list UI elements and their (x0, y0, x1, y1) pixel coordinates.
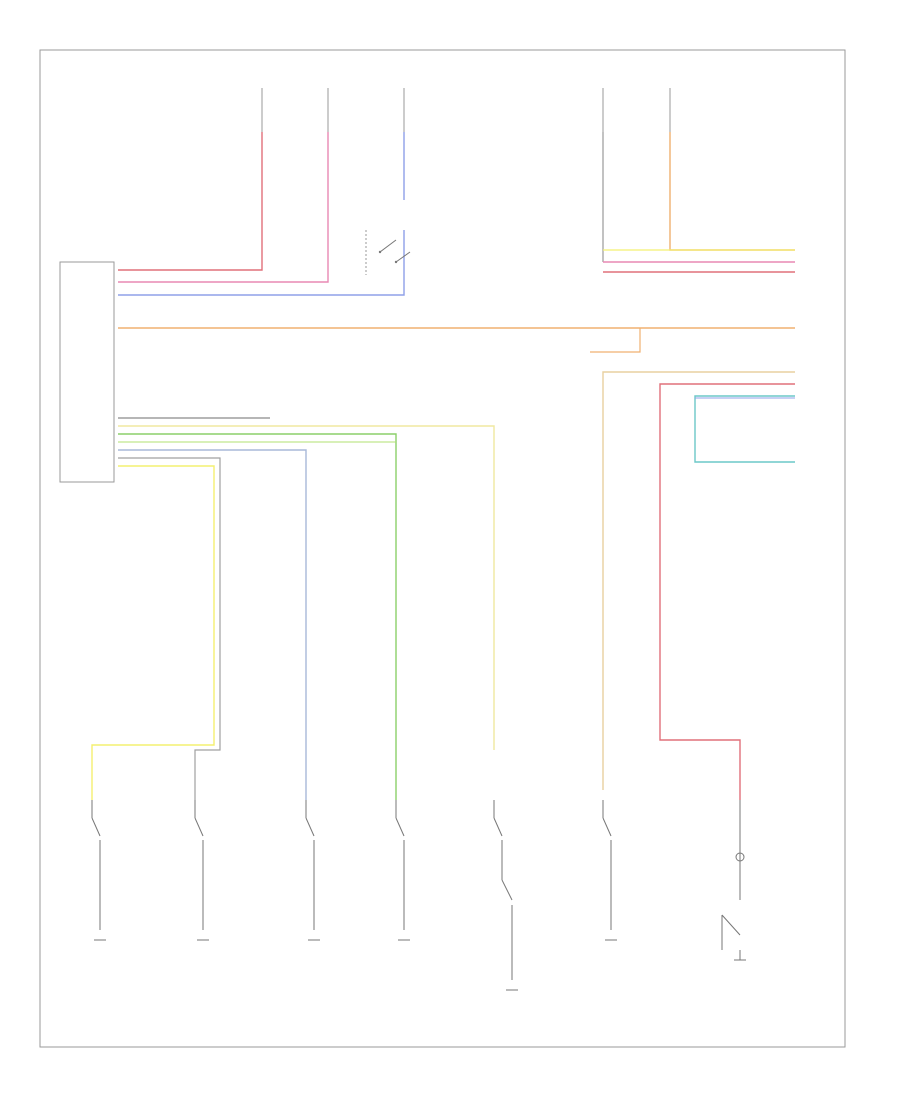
wire-tan (602, 371, 795, 790)
bottom-switch-row (91, 800, 746, 991)
ignition-switch (365, 230, 411, 275)
wire-lightblue (118, 449, 307, 800)
top-fuse-group (261, 88, 671, 132)
restraint-control-module (59, 261, 115, 483)
wire-blue (118, 230, 405, 296)
wire-green (118, 433, 397, 800)
wire-gray-down (118, 457, 221, 800)
diagram-frame (39, 49, 846, 1048)
wire-red (118, 132, 263, 271)
wire-yellow-down (91, 465, 215, 800)
wire-pink (118, 132, 329, 283)
wire-lightyellow (118, 425, 495, 750)
wire-teal-loop (694, 395, 795, 463)
wire-red-sensor (659, 383, 795, 800)
wire-orange-right (669, 132, 795, 251)
wire-orange-drop (590, 328, 641, 353)
